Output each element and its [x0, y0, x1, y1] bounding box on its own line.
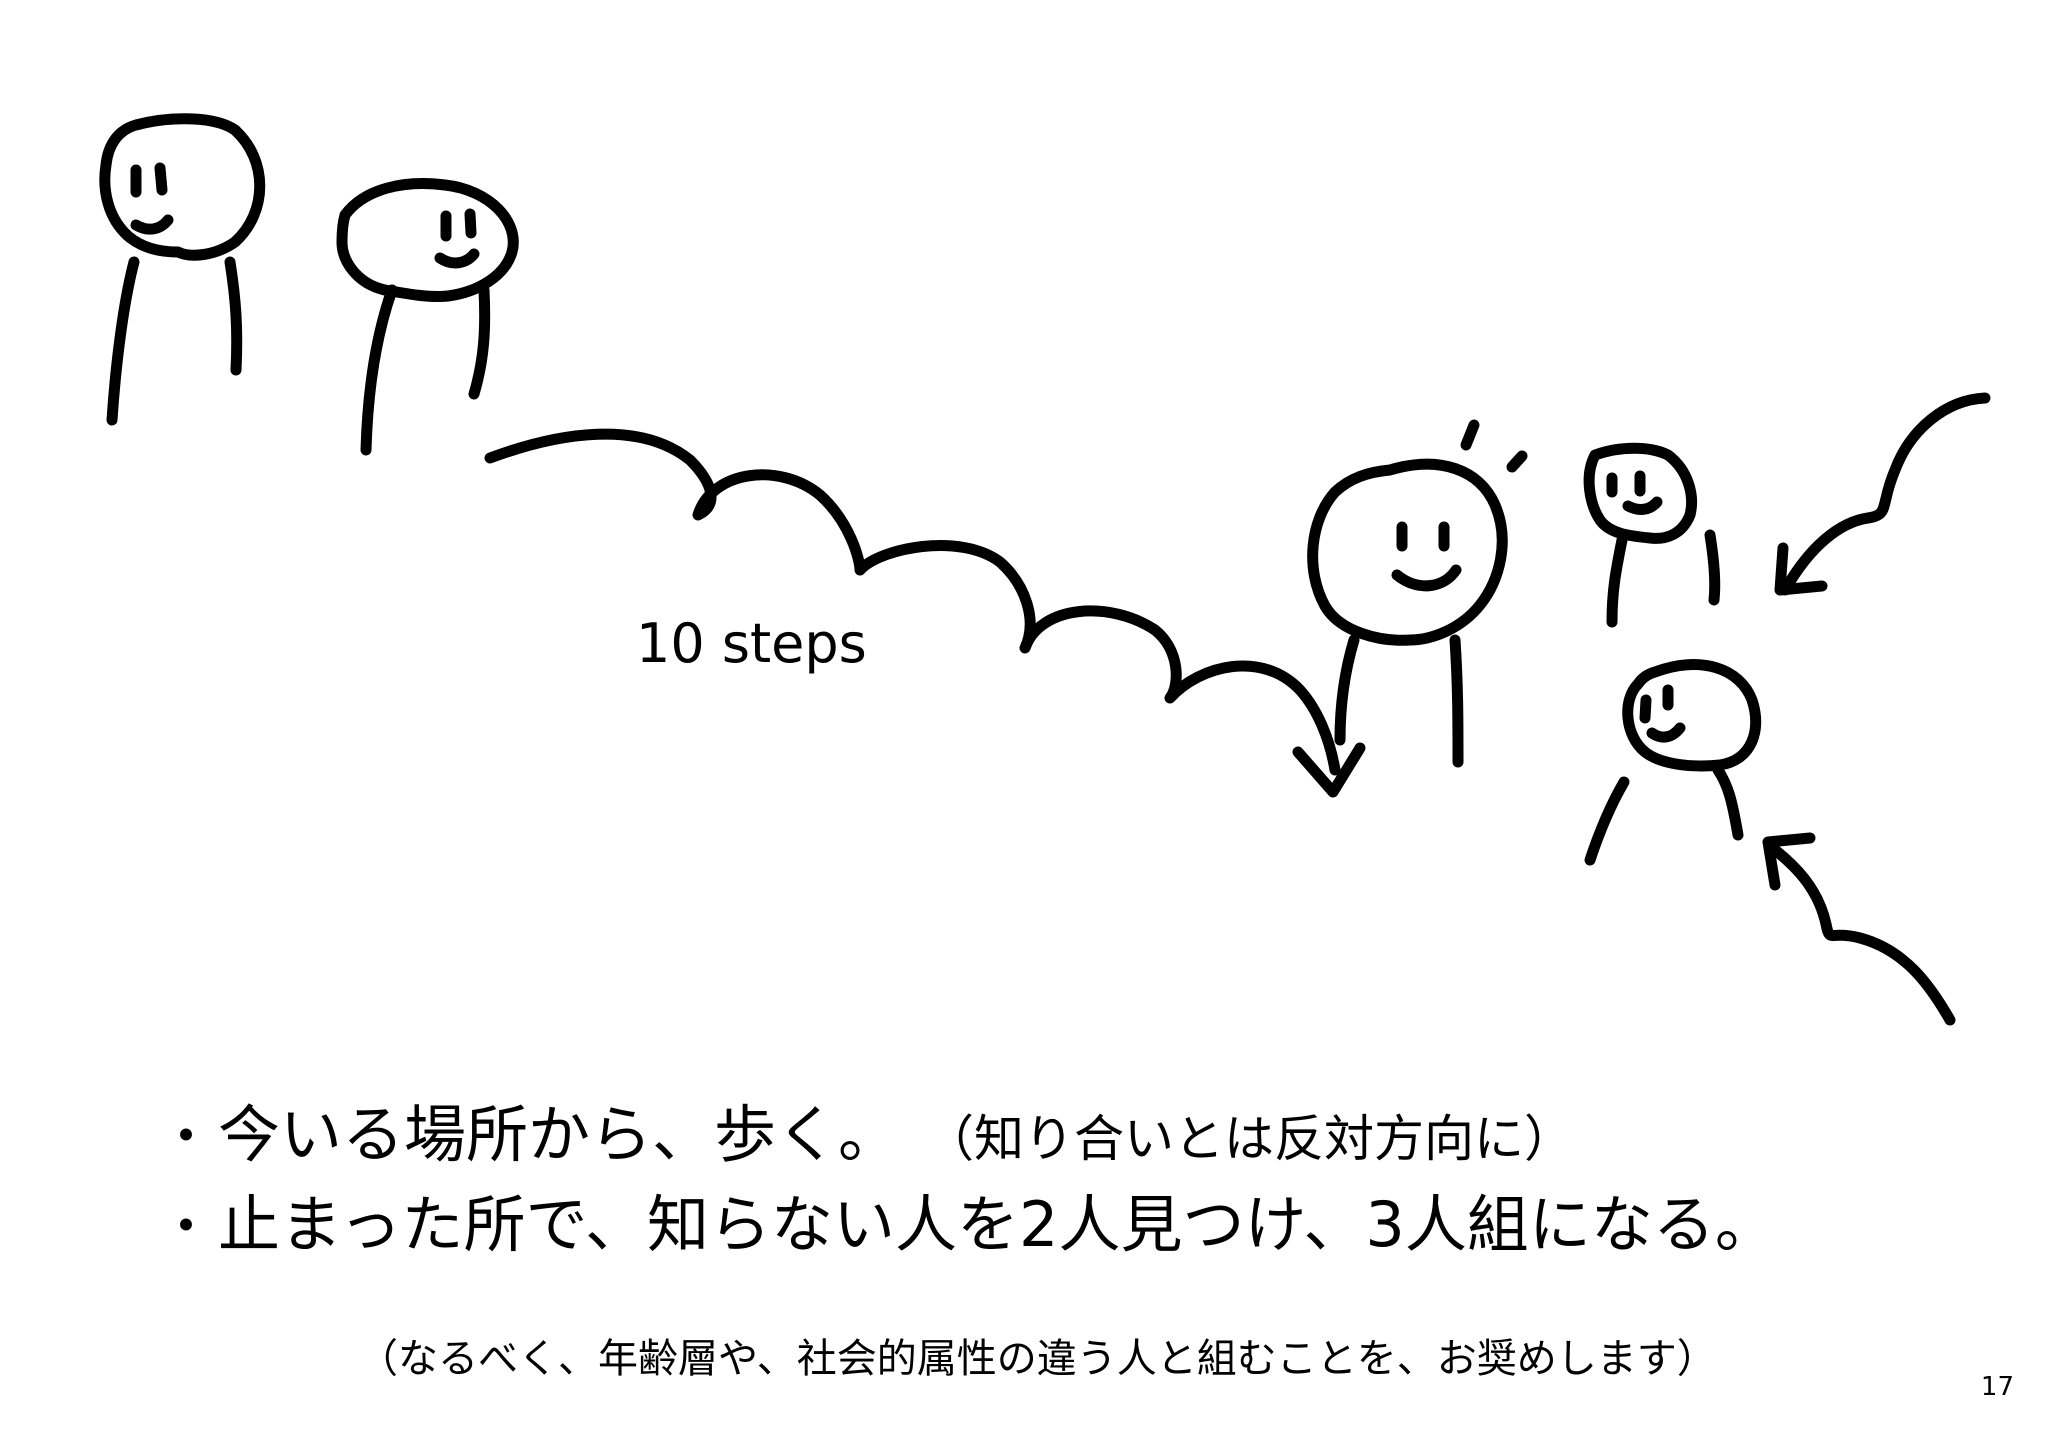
incoming-arrow-lower	[1764, 840, 1956, 1026]
page-number: 17	[1980, 1372, 2014, 1402]
instruction-note: （知り合いとは反対方向に）	[924, 1110, 1575, 1168]
incoming-arrow-upper	[1779, 392, 1991, 596]
stick-figure-2	[336, 178, 519, 456]
incoming-arrow-upper-head	[1774, 542, 1828, 596]
incoming-arrow-lower-head	[1762, 832, 1816, 891]
stick-figure-5	[1584, 659, 1762, 866]
instruction-text: 今いる場所から、歩く。	[218, 1098, 901, 1171]
excitement-mark	[1506, 450, 1528, 473]
instruction-text: 止まった所で、知らない人を2人見つけ、3人組になる。	[218, 1188, 1777, 1261]
stick-figure-4	[1583, 442, 1721, 628]
instruction-item-1: ・ 今いる場所から、歩く。 （知り合いとは反対方向に）	[158, 1092, 1918, 1182]
steps-label: 10 steps	[636, 612, 867, 675]
step-path-arrowhead	[1292, 742, 1366, 798]
stick-figure-1	[99, 113, 266, 426]
step-path-arrow	[484, 428, 1341, 776]
bullet-marker: ・	[158, 1195, 214, 1260]
stick-figure-3	[1307, 419, 1528, 768]
bullet-marker: ・	[158, 1105, 214, 1170]
excitement-mark	[1460, 419, 1480, 451]
footnote: （なるべく、年齢層や、社会的属性の違う人と組むことを、お奨めします）	[358, 1336, 1717, 1382]
instruction-list: ・ 今いる場所から、歩く。 （知り合いとは反対方向に） ・ 止まった所で、知らな…	[158, 1092, 1918, 1271]
instruction-item-2: ・ 止まった所で、知らない人を2人見つけ、3人組になる。	[158, 1182, 1918, 1271]
